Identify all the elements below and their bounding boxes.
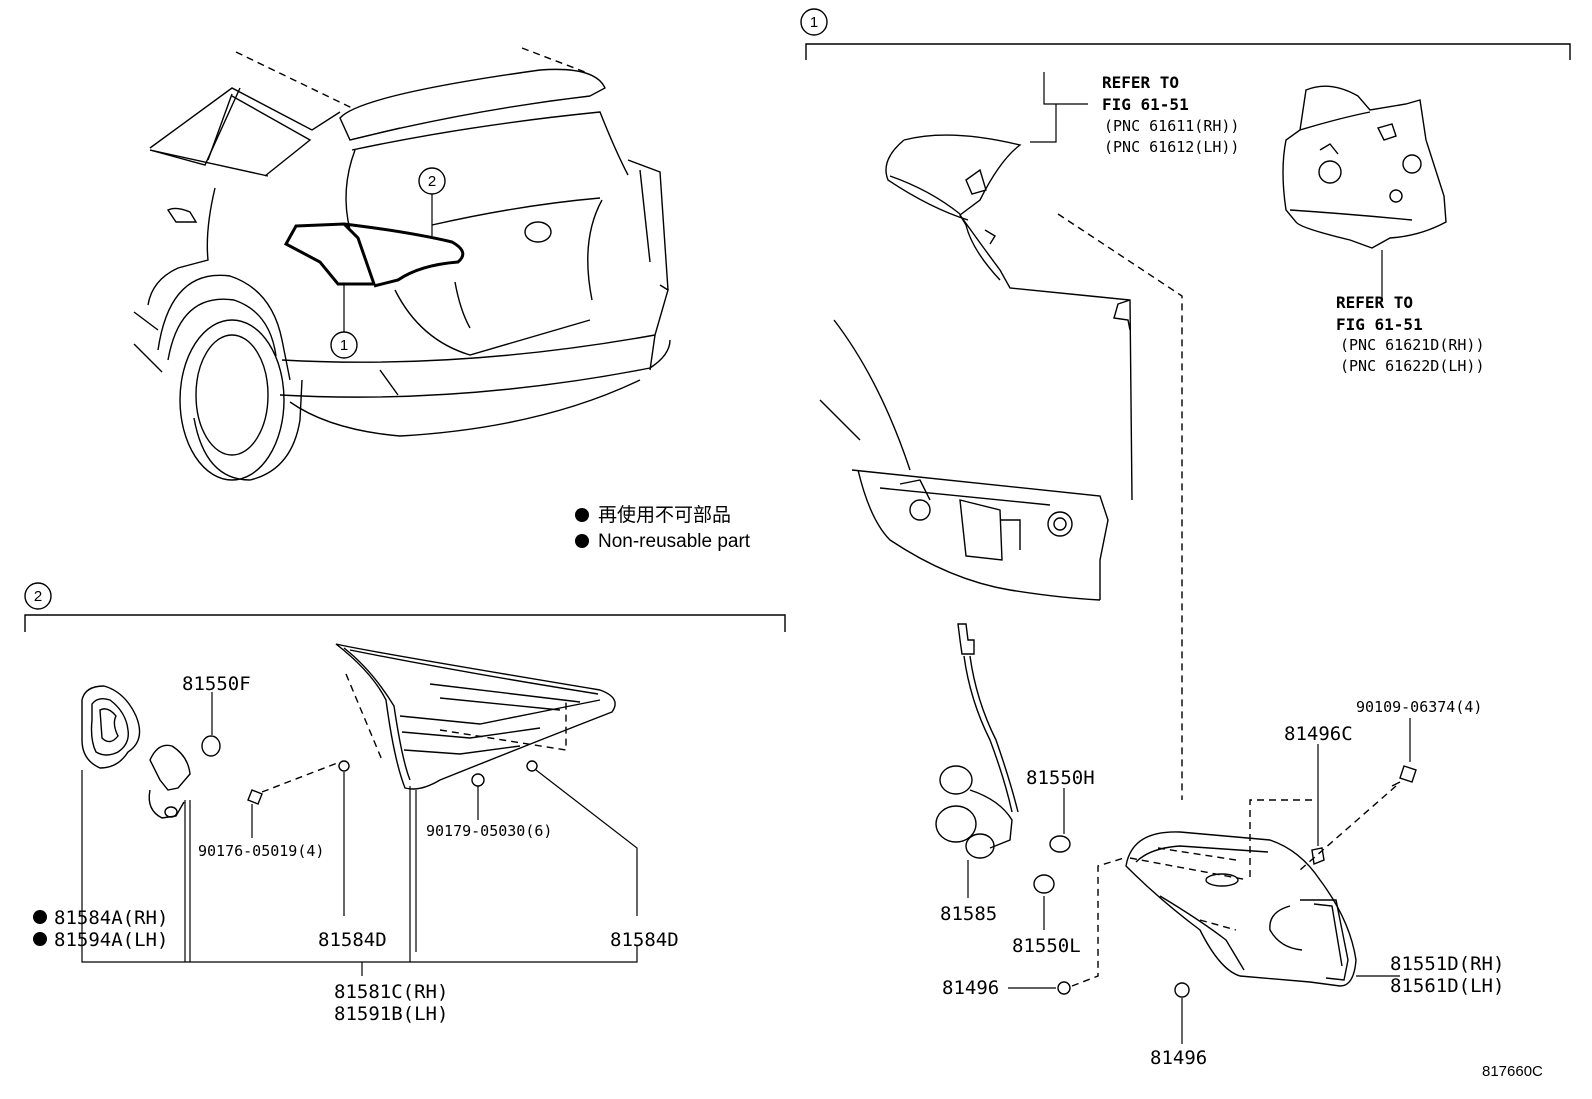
refer-top-line1: REFER TO xyxy=(1102,73,1179,92)
refer-top-line3: (PNC 61611(RH)) xyxy=(1104,117,1239,135)
section-2-header: 2 xyxy=(24,582,786,632)
label-81594a: 81594A(LH) xyxy=(54,929,168,951)
svg-text:1: 1 xyxy=(810,14,818,31)
refer-top-line2: FIG 61-51 xyxy=(1102,95,1189,114)
svg-text:2: 2 xyxy=(428,173,436,190)
label-90176: 90176-05019(4) xyxy=(198,842,324,860)
label-81550l: 81550L xyxy=(1012,935,1081,957)
svg-text:1: 1 xyxy=(340,337,348,354)
label-81561d: 81561D(LH) xyxy=(1390,975,1504,997)
inner-panel xyxy=(1282,85,1447,302)
label-81585: 81585 xyxy=(940,903,997,925)
bolt-90109 xyxy=(1299,718,1417,871)
label-81550f: 81550F xyxy=(182,673,251,695)
filled-circle-icon xyxy=(33,910,47,924)
vehicle-rear-illustration xyxy=(133,47,671,481)
section-2-bracket xyxy=(81,770,638,976)
label-81581c: 81581C(RH) xyxy=(334,981,448,1003)
screw-90176 xyxy=(247,761,341,838)
label-81591b: 81591B(LH) xyxy=(334,1003,448,1025)
label-81551d: 81551D(RH) xyxy=(1390,953,1504,975)
gasket-81584a xyxy=(81,685,141,769)
refer-right-line3: (PNC 61621D(RH)) xyxy=(1340,336,1485,354)
refer-top-line4: (PNC 61612(LH)) xyxy=(1104,138,1239,156)
label-81496-bottom: 81496 xyxy=(1150,1047,1207,1069)
label-81496c: 81496C xyxy=(1284,723,1353,745)
bulb-81550h xyxy=(1049,788,1071,853)
filled-circle-icon xyxy=(33,932,47,946)
legend: 再使用不可部品 Non-reusable part xyxy=(575,504,751,552)
section-1-header: 1 xyxy=(800,8,1571,60)
label-90179: 90179-05030(6) xyxy=(426,822,552,840)
clip-81584d-right xyxy=(526,760,638,916)
label-81584a: 81584A(RH) xyxy=(54,907,168,929)
label-81496-left: 81496 xyxy=(942,977,999,999)
filled-circle-icon xyxy=(575,508,589,522)
callout-2-vehicle: 2 xyxy=(418,167,446,195)
figure-code: 817660C xyxy=(1482,1063,1543,1080)
legend-ja: 再使用不可部品 xyxy=(598,504,731,526)
bulb-81550l xyxy=(1033,874,1055,930)
clip-81496c xyxy=(1249,744,1325,880)
socket-bulb-81550f xyxy=(148,692,221,819)
label-81584d-mid: 81584D xyxy=(318,929,387,951)
label-81550h: 81550H xyxy=(1026,767,1095,789)
clip-81496-bottom xyxy=(1174,982,1190,1044)
label-90109: 90109-06374(4) xyxy=(1356,698,1482,716)
filled-circle-icon xyxy=(575,534,589,548)
refer-right-line4: (PNC 61622D(LH)) xyxy=(1340,357,1485,375)
legend-en: Non-reusable part xyxy=(598,531,751,552)
clip-81584d-mid xyxy=(338,760,350,916)
rear-combination-lamp-81551d xyxy=(1125,831,1400,987)
callout-1-vehicle: 1 xyxy=(330,331,358,359)
label-81584d-right: 81584D xyxy=(610,929,679,951)
screw-90179 xyxy=(471,773,485,820)
refer-right-line2: FIG 61-51 xyxy=(1336,315,1423,334)
inner-lamp-81581c xyxy=(335,643,616,952)
svg-text:2: 2 xyxy=(34,588,42,605)
refer-right-line1: REFER TO xyxy=(1336,293,1413,312)
quarter-panel xyxy=(819,72,1183,800)
clip-81496-left xyxy=(1008,857,1125,995)
socket-harness-81585 xyxy=(935,623,1019,898)
